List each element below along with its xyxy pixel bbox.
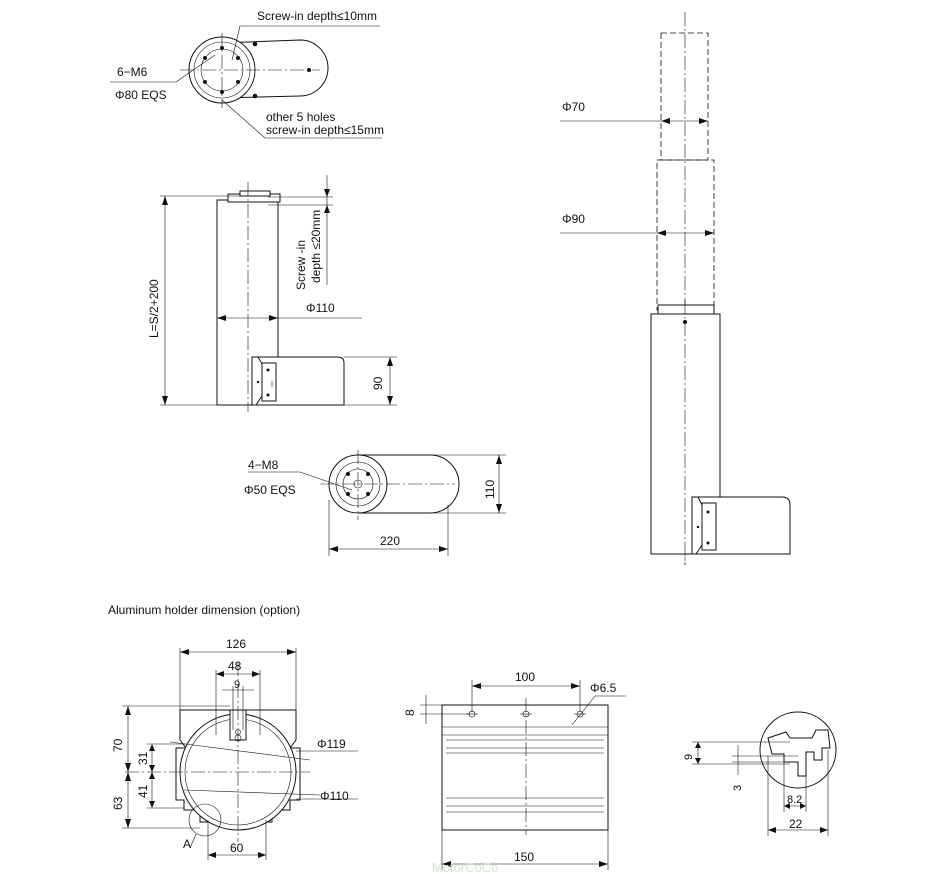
label-a: A	[183, 837, 191, 851]
screw-depth-15-label: screw-in depth≤15mm	[266, 123, 384, 137]
dim-31-label: 31	[136, 751, 150, 765]
holder-caption: Aluminum holder dimension (option)	[108, 603, 300, 617]
eqs80-label: Φ80 EQS	[115, 88, 167, 102]
dim-48-label: 48	[228, 659, 242, 673]
screw-in-label: Screw -in	[294, 240, 308, 290]
holder-front-view: 126 48 9 70 31 41 63	[111, 637, 358, 860]
dim-8-label: 8	[403, 709, 417, 716]
detail-3-label: 3	[732, 785, 744, 791]
dim-126-label: 126	[226, 637, 246, 651]
top-view: Screw-in depth≤10mm 6−M6 Φ80 EQS other 5…	[110, 9, 384, 139]
m8-label: 4−M8	[248, 458, 279, 472]
dia-6-5-label: Φ6.5	[590, 681, 617, 695]
dim-220-label: 220	[380, 534, 400, 548]
detail-22-label: 22	[789, 817, 803, 831]
dia-90-label: Φ90	[562, 212, 585, 226]
detail-8-2-label: 8.2	[787, 794, 802, 806]
dim-41-label: 41	[136, 784, 150, 798]
m6-label: 6−M6	[117, 65, 148, 79]
dim-9-label: 9	[234, 679, 240, 691]
dia-110-holder-label: Φ110	[320, 789, 349, 803]
bottom-view: 4−M8 Φ50 EQS 110 220	[244, 450, 506, 556]
eqs50-label: Φ50 EQS	[244, 483, 296, 497]
dia-119-label: Φ119	[317, 737, 346, 751]
watermark: MotorCoCo	[432, 860, 498, 874]
length-label: L=S/2+200	[147, 279, 161, 338]
extended-view: Φ70 Φ90	[560, 12, 791, 565]
other-holes-label: other 5 holes	[266, 110, 335, 124]
depth-20-label: depth ≤20mm	[309, 210, 323, 283]
side-view: L=S/2+200 Screw -in depth ≤20mm Φ110 90	[147, 175, 397, 412]
holder-side-view: 100 Φ6.5 8 150	[403, 670, 626, 870]
dim-110-label: 110	[483, 480, 497, 499]
flange-holes	[203, 41, 311, 99]
dia-70-label: Φ70	[562, 100, 585, 114]
dia-110-label: Φ110	[306, 301, 335, 315]
dim-70-label: 70	[111, 738, 125, 752]
detail-9-label: 9	[683, 754, 695, 760]
dim-100-label: 100	[515, 670, 535, 684]
dim-90-label: 90	[371, 376, 385, 390]
detail-a-view: 9 3 8.2 22	[683, 711, 837, 836]
dim-63-label: 63	[111, 796, 125, 810]
dim-150-label: 150	[514, 850, 534, 864]
screw-depth-10-label: Screw-in depth≤10mm	[257, 9, 377, 23]
dim-60-label: 60	[230, 841, 244, 855]
